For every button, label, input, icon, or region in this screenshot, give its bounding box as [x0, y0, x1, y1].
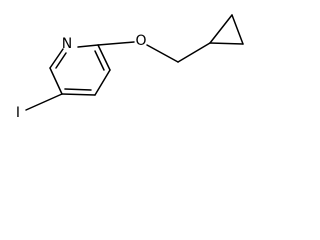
double-bond-c2-c3-inner [94, 50, 105, 71]
double-bond-c6-n-inner [55, 52, 67, 69]
bond-c2-o [97, 41, 135, 46]
nitrogen-label: N [62, 36, 72, 52]
atom-labels: N O I [16, 33, 147, 121]
bond-o-ch2 [146, 44, 179, 63]
bond-c4-c5 [61, 93, 96, 96]
bond-c5-i [25, 93, 63, 111]
oxygen-label: O [135, 33, 146, 49]
bond-c2-c3 [97, 44, 111, 71]
chemical-structure-diagram: N O I [16, 14, 244, 121]
bond-n-c2 [77, 44, 99, 48]
bond-cp1-cp2 [209, 14, 233, 44]
bond-c5-c6 [49, 67, 63, 95]
double-bond-c4-c5-inner [64, 88, 92, 91]
iodine-label: I [16, 105, 20, 121]
bond-c6-n [49, 48, 64, 69]
cyclopropyl-ring [209, 14, 244, 45]
bond-cp3-cp1 [209, 42, 244, 45]
substituent-bonds [25, 41, 211, 111]
bond-ch2-cyclopropyl [177, 42, 211, 63]
bond-c3-c4 [94, 69, 111, 96]
bond-cp2-cp3 [231, 14, 244, 45]
pyridine-ring [49, 44, 111, 96]
